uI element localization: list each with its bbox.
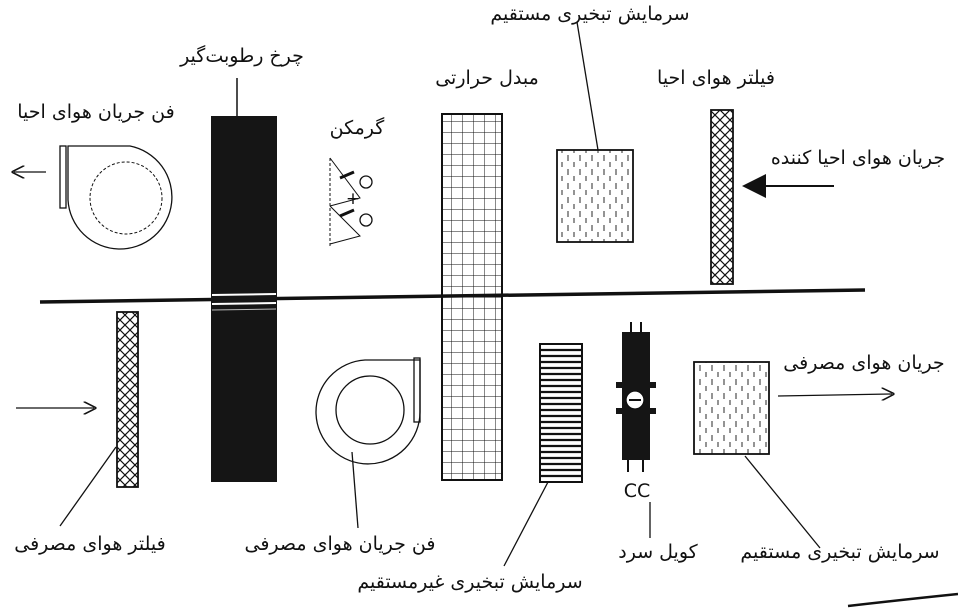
label-direct-evap-bottom: سرمایش تبخیری مستقیم [740,541,939,563]
regen-filter [710,109,734,285]
label-heat-exchanger: مبدل حرارتی [435,67,539,89]
supply-filter [116,311,139,488]
indirect-evap [539,343,583,483]
label-desiccant-wheel: چرخ رطوبت‌گیر [179,44,304,67]
label-direct-evap-top: سرمایش تبخیری مستقیم [490,3,689,25]
supply-filter-leader [59,446,117,527]
label-regen-air-in: جریان هوای احیا کننده [771,147,945,169]
label-indirect-evap: سرمایش تبخیری غیرمستقیم [357,571,582,593]
cc-label: CC [624,480,651,502]
cooling-coil-icon [616,322,656,472]
supply-fan-icon [315,357,421,465]
wheel-seal-stripe-3 [211,308,277,311]
wheel-seal-stripe [211,293,277,296]
direct-evap-bottom [693,361,770,455]
page-edge [847,592,958,608]
direct-evap-bottom-leader [744,455,821,549]
svg-text:+: + [346,189,360,209]
desiccant-wheel [211,116,277,482]
label-heater: گرمکن [330,116,386,139]
label-supply-air: جریان هوای مصرفی [783,352,944,374]
heater-icon: + [329,157,373,246]
heat-exchanger [441,113,503,481]
indirect-evap-leader [503,481,549,567]
label-regen-fan: فن جریان هوای احیا [17,101,174,123]
supply-outlet-arrow-icon [777,394,892,396]
direct-evap-top [556,149,634,243]
supply-fan-leader [351,451,359,529]
label-supply-fan: فن جریان هوای مصرفی [245,533,436,555]
direct-evap-top-leader [576,21,599,151]
label-supply-filter: فیلتر هوای مصرفی [14,533,165,555]
label-cooling-coil: کویل سرد [618,541,698,563]
regen-fan-icon [59,145,173,250]
wheel-seal-stripe-2 [211,302,277,305]
label-regen-filter: فیلتر هوای احیا [657,67,775,89]
